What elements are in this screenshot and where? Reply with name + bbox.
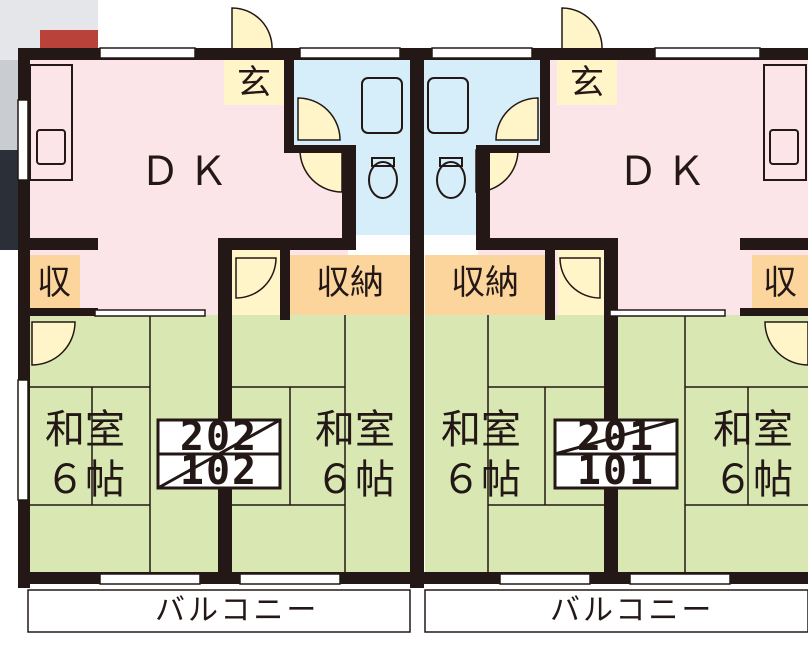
unit-label-101: 101 xyxy=(576,448,656,494)
room-c-line1: 和室 xyxy=(441,407,521,453)
room-d-line2: ６帖 xyxy=(713,457,793,503)
room-c-line2: ６帖 xyxy=(441,457,521,503)
room-b-line1: 和室 xyxy=(315,407,395,453)
room-a-line2: ６帖 xyxy=(45,457,125,503)
balcony-label-left: バルコニー xyxy=(155,593,320,628)
genkan-right xyxy=(557,60,617,105)
tatami-lines xyxy=(28,315,808,575)
shu-left-box xyxy=(28,255,80,315)
balconies xyxy=(27,589,808,633)
unit-plates xyxy=(156,418,679,490)
genkan-label-left: 玄 xyxy=(237,62,271,103)
walls xyxy=(18,48,808,588)
room-a-line1: 和室 xyxy=(45,407,125,453)
unit-label-102: 102 xyxy=(179,448,259,494)
genkan-label-right: 玄 xyxy=(570,62,604,103)
room-d-label: 和室 ６帖 xyxy=(698,405,808,505)
room-c-label: 和室 ６帖 xyxy=(426,405,536,505)
unit-label-201: 201 xyxy=(576,414,656,460)
toilet-right xyxy=(423,150,477,235)
shuno-left-box xyxy=(290,255,410,315)
genkan-left xyxy=(224,60,284,105)
shuno-right-box xyxy=(425,255,545,315)
room-b-line2: ６帖 xyxy=(315,457,395,503)
room-b-label: 和室 ６帖 xyxy=(300,405,410,505)
dk-label-left: ＤＫ xyxy=(140,149,236,195)
dk-label-right: ＤＫ xyxy=(618,149,714,195)
shuno-label-left: 収納 xyxy=(316,262,384,303)
room-a-label: 和室 ６帖 xyxy=(30,405,140,505)
windows xyxy=(17,47,761,585)
toilet-left xyxy=(356,150,410,235)
room-d-line1: 和室 xyxy=(713,407,793,453)
shu-label-right: 収 xyxy=(763,262,797,303)
shuno-label-right: 収納 xyxy=(451,262,519,303)
balcony-label-right: バルコニー xyxy=(550,593,715,628)
shu-right-box xyxy=(752,255,808,315)
shu-label-left: 収 xyxy=(37,262,71,303)
unit-label-202: 202 xyxy=(179,414,259,460)
